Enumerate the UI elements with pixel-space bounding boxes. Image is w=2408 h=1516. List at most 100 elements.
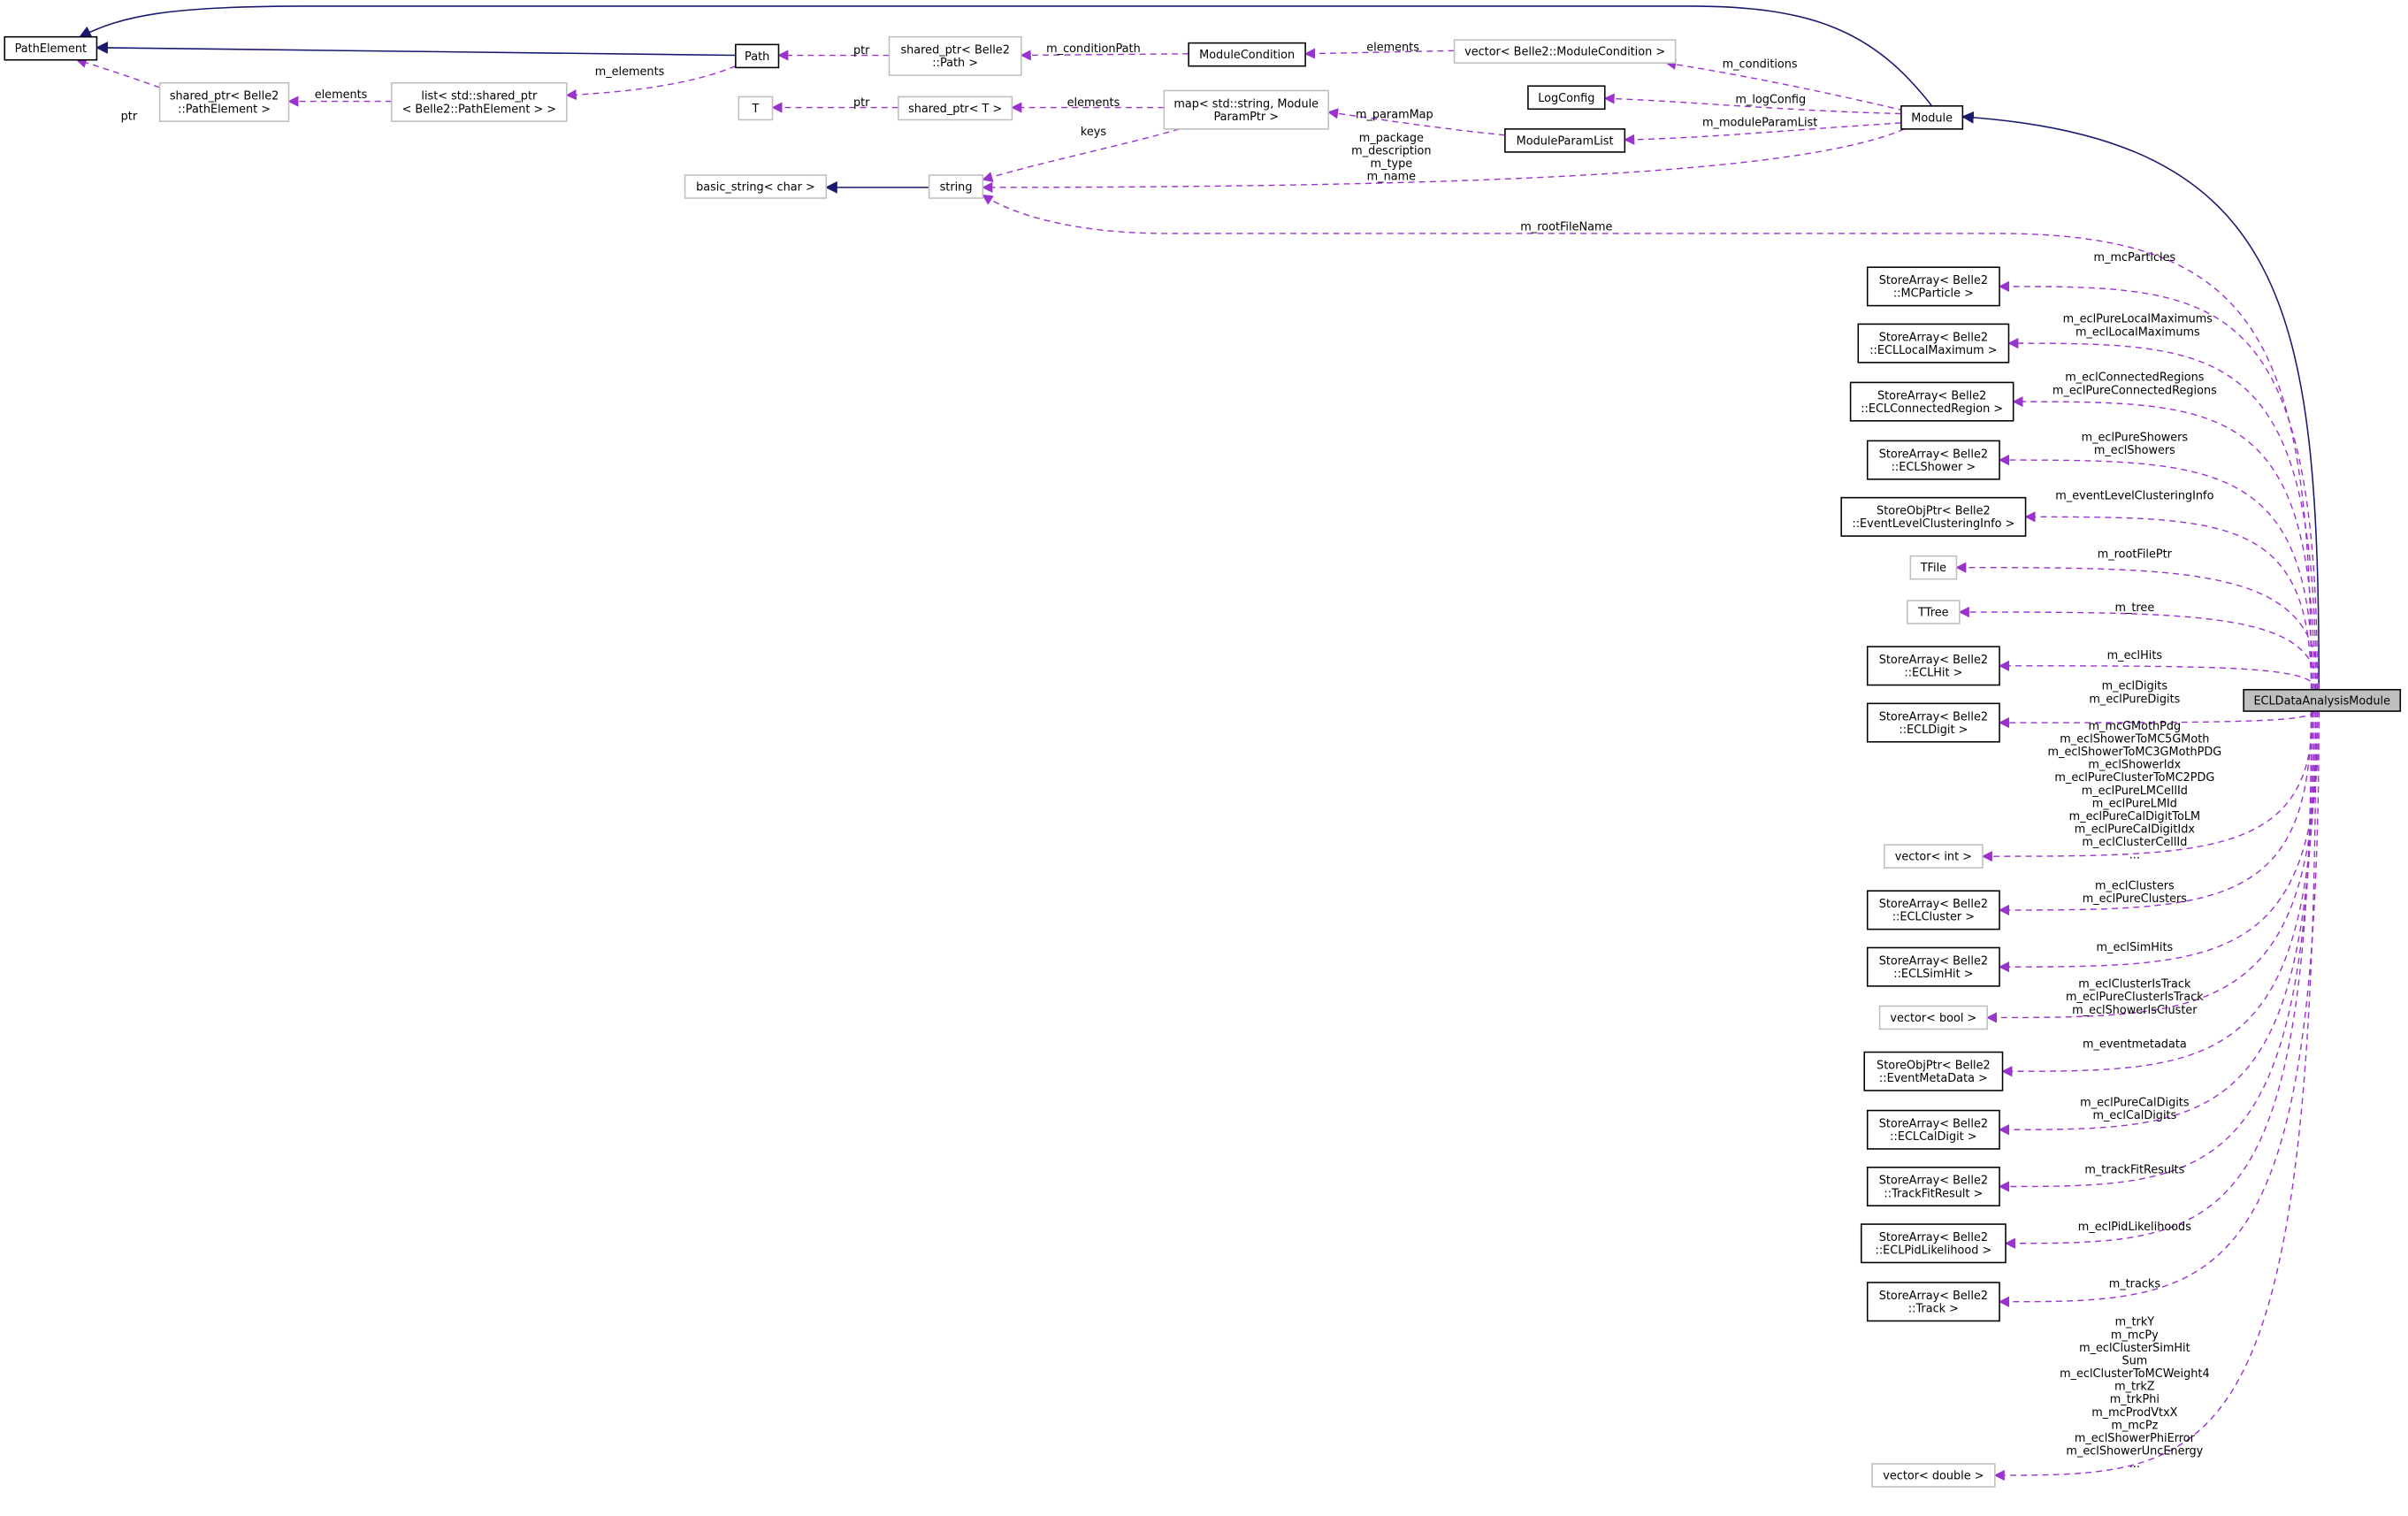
class-node-saTrackFit[interactable]: StoreArray< Belle2::TrackFitResult > — [1866, 1167, 2000, 1206]
class-node-sopEventLevel[interactable]: StoreObjPtr< Belle2::EventLevelClusterin… — [1840, 496, 2027, 537]
node-label-line: StoreObjPtr< Belle2 — [1877, 1059, 1991, 1072]
node-label-line: StoreArray< Belle2 — [1879, 448, 1988, 461]
node-label-line: ::EventMetaData > — [1879, 1072, 1988, 1085]
node-box — [684, 174, 828, 199]
node-label-line: StoreArray< Belle2 — [1879, 1117, 1988, 1130]
edge-label: keys — [1081, 126, 1106, 139]
edge-label-line: m_eclPureClusterIsTrack — [2066, 991, 2204, 1004]
edge-label-line: m_eclShowerUncEnergy — [2066, 1445, 2203, 1459]
node-box — [888, 35, 1022, 76]
edge-label-line: elements — [1366, 41, 1419, 54]
node-label: shared_ptr< T > — [908, 103, 1002, 116]
node-label: PathElement — [15, 42, 87, 56]
node-label-line: StoreArray< Belle2 — [1879, 1231, 1988, 1244]
node-box — [1866, 1282, 2000, 1322]
edge-label-line: m_eclPureCalDigitIdx — [2075, 823, 2196, 837]
class-node-ModuleCondition[interactable]: ModuleCondition — [1188, 42, 1306, 67]
node-label-line: StoreArray< Belle2 — [1879, 274, 1988, 287]
class-node-saHit[interactable]: StoreArray< Belle2::ECLHit > — [1866, 646, 2000, 686]
class-node-sharedPath[interactable]: shared_ptr< Belle2::Path > — [888, 35, 1022, 76]
node-label-line: StoreArray< Belle2 — [1879, 954, 1988, 968]
node-label: shared_ptr< Belle2::Path > — [900, 44, 1009, 71]
node-label-line: ECLDataAnalysisModule — [2253, 694, 2390, 708]
class-node-vecModCond[interactable]: vector< Belle2::ModuleCondition > — [1453, 39, 1677, 64]
edge-label-line: m_eclClusterSimHit — [2079, 1342, 2190, 1355]
node-label-line: Path — [745, 50, 769, 64]
edge-label-line: m_mcPz — [2111, 1419, 2158, 1432]
node-label-line: ::TrackFitResult > — [1884, 1187, 1983, 1200]
class-node-saCluster[interactable]: StoreArray< Belle2::ECLCluster > — [1866, 890, 2000, 930]
class-node-sopEventMeta[interactable]: StoreObjPtr< Belle2::EventMetaData > — [1863, 1051, 2004, 1091]
class-node-listPE[interactable]: list< std::shared_ptr< Belle2::PathEleme… — [391, 81, 568, 122]
node-label-line: ::ECLLocalMaximum > — [1869, 344, 1997, 357]
class-node-ECL[interactable]: ECLDataAnalysisModule — [2243, 688, 2402, 712]
edge-label-line: keys — [1081, 126, 1106, 139]
node-label-line: ::ECLSimHit > — [1893, 968, 1973, 981]
edge-label-line: m_eclPureLocalMaximums — [2063, 313, 2213, 326]
edge-label-line: ptr — [853, 44, 870, 57]
class-node-saTrack[interactable]: StoreArray< Belle2::Track > — [1866, 1282, 2000, 1322]
class-node-saDigit[interactable]: StoreArray< Belle2::ECLDigit > — [1866, 702, 2000, 743]
node-label-line: StoreArray< Belle2 — [1877, 389, 1986, 402]
class-node-Module[interactable]: Module — [1900, 105, 1964, 130]
edge-label-line: m_eclPureDigits — [2089, 693, 2180, 706]
class-node-saPid[interactable]: StoreArray< Belle2::ECLPidLikelihood > — [1860, 1223, 2007, 1264]
class-node-saCalDigit[interactable]: StoreArray< Belle2::ECLCalDigit > — [1866, 1109, 2000, 1150]
class-node-saConnReg[interactable]: StoreArray< Belle2::ECLConnectedRegion > — [1849, 381, 2014, 422]
node-label-line: ::MCParticle > — [1893, 287, 1974, 301]
class-node-sharedT[interactable]: shared_ptr< T > — [898, 96, 1013, 121]
node-label-line: ::EventLevelClusteringInfo > — [1852, 517, 2014, 531]
node-label: LogConfig — [1538, 92, 1594, 105]
class-node-vecBool[interactable]: vector< bool > — [1878, 1005, 1988, 1030]
edge-label-line: m_type — [1371, 157, 1413, 171]
class-node-basicString[interactable]: basic_string< char > — [684, 174, 828, 199]
class-node-Path[interactable]: Path — [735, 43, 780, 69]
edge-label-line: m_eclPureClusterToMC2PDG — [2054, 771, 2214, 785]
node-label-line: shared_ptr< Belle2 — [900, 44, 1009, 57]
class-node-saLocalMax[interactable]: StoreArray< Belle2::ECLLocalMaximum > — [1857, 323, 2010, 364]
node-label-line: T — [751, 103, 759, 116]
node-label-line: ::ECLCluster > — [1892, 911, 1975, 924]
class-node-LogConfig[interactable]: LogConfig — [1527, 85, 1606, 111]
edge-inherit-Path-to-PathElement — [96, 42, 736, 57]
class-node-vecInt[interactable]: vector< int > — [1884, 844, 1984, 869]
edge-label-line: m_trkPhi — [2110, 1393, 2160, 1406]
node-label-line: ::ECLPidLikelihood > — [1876, 1244, 1992, 1258]
class-node-vecDouble[interactable]: vector< double > — [1871, 1463, 1996, 1488]
node-label-line: list< std::shared_ptr — [421, 90, 538, 103]
node-label: vector< int > — [1895, 851, 1972, 864]
class-node-ModuleParamList[interactable]: ModuleParamList — [1504, 128, 1626, 153]
edge-label-line: m_description — [1351, 144, 1431, 157]
class-node-saMCParticle[interactable]: StoreArray< Belle2::MCParticle > — [1866, 266, 2000, 307]
edge-label-line: m_trackFitResults — [2084, 1164, 2184, 1177]
node-label: StoreArray< Belle2::ECLCluster > — [1879, 898, 1988, 924]
edge-label: m_elements — [595, 65, 665, 79]
class-node-T[interactable]: T — [738, 96, 774, 121]
class-node-saShower[interactable]: StoreArray< Belle2::ECLShower > — [1866, 440, 2000, 480]
class-node-TFile[interactable]: TFile — [1909, 555, 1958, 580]
class-node-sharedPE[interactable]: shared_ptr< Belle2::PathElement > — [158, 81, 290, 122]
edge-label-line: m_conditions — [1723, 57, 1798, 71]
node-label-line: LogConfig — [1538, 92, 1594, 105]
node-box — [158, 81, 290, 122]
class-node-PathElement[interactable]: PathElement — [4, 35, 98, 61]
node-label-line: StoreArray< Belle2 — [1879, 1175, 1988, 1188]
edge-label: ptr — [121, 110, 138, 123]
edge-label: m_conditions — [1723, 57, 1798, 71]
edge-label-line: ... — [2129, 1458, 2140, 1471]
node-label: StoreArray< Belle2::ECLLocalMaximum > — [1869, 331, 1997, 357]
edge-label-line: ptr — [121, 110, 138, 123]
class-node-saSimHit[interactable]: StoreArray< Belle2::ECLSimHit > — [1866, 946, 2000, 987]
class-node-TTree[interactable]: TTree — [1907, 600, 1961, 624]
node-box — [1188, 42, 1306, 67]
edge-label-line: m_mcProdVtxX — [2091, 1406, 2177, 1420]
class-node-string[interactable]: string — [928, 174, 984, 199]
node-label-line: ::ECLDigit > — [1899, 724, 1968, 737]
edge-label-line: m_eclShowerIdx — [2088, 759, 2181, 772]
